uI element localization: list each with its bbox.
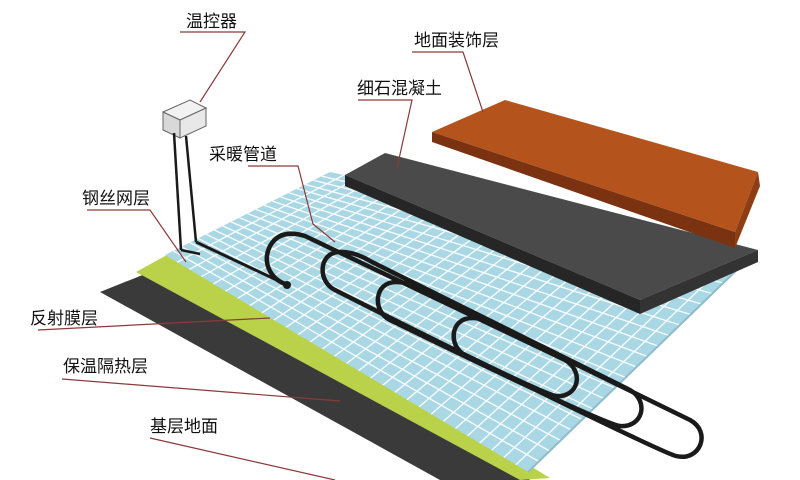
label-floor-finish: 地面装饰层 (414, 31, 499, 51)
label-thermostat: 温控器 (186, 12, 237, 32)
floor-finish-layer (432, 100, 760, 248)
label-reflective-film: 反射膜层 (30, 309, 98, 329)
heating-pipe (264, 231, 704, 460)
label-fine-concrete: 细石混凝土 (357, 79, 442, 99)
label-steel-mesh: 钢丝网层 (82, 189, 150, 209)
leader-lines (37, 31, 484, 480)
fine-concrete-layer (345, 153, 758, 314)
label-base-floor: 基层地面 (150, 417, 218, 437)
label-heating-pipe: 采暖管道 (209, 145, 277, 165)
pipe-end-cap (283, 281, 291, 289)
label-insulation: 保温隔热层 (63, 357, 148, 377)
thermostat (161, 99, 284, 285)
